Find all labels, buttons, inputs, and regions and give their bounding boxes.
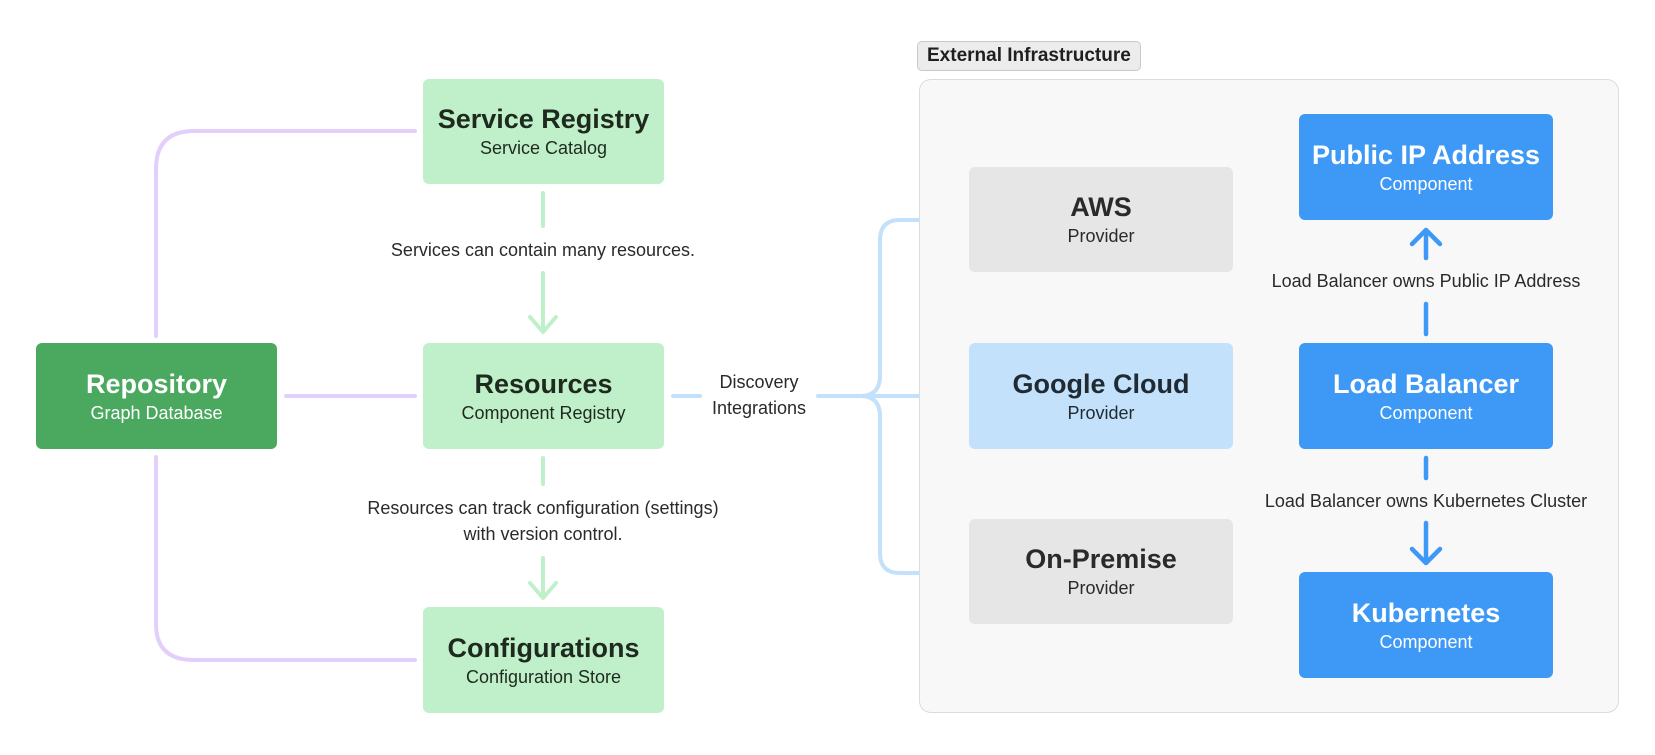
configurations-subtitle: Configuration Store [465,666,622,687]
resources-title: Resources [474,368,613,399]
aws-node[interactable]: AWS Provider [969,167,1233,272]
resources-subtitle: Component Registry [461,402,626,423]
on-premise-node[interactable]: On-Premise Provider [969,519,1233,624]
service-registry-node[interactable]: Service Registry Service Catalog [423,79,664,184]
lb-kubernetes-label: Load Balancer owns Kubernetes Cluster [1256,488,1596,514]
discovery-label-line2: Integrations [711,398,807,418]
aws-title: AWS [1070,192,1132,222]
lb-to-publicip-arrowhead [1409,227,1443,247]
public-ip-title: Public IP Address [1311,139,1541,170]
google-cloud-title: Google Cloud [1012,368,1190,399]
kubernetes-subtitle: Component [1379,631,1473,652]
external-infrastructure-title: External Infrastructure [917,41,1141,71]
resources-node[interactable]: Resources Component Registry [423,343,664,449]
public-ip-node[interactable]: Public IP Address Component [1299,114,1553,220]
aws-subtitle: Provider [1067,226,1135,246]
registry-arrows [528,191,558,600]
kubernetes-node[interactable]: Kubernetes Component [1299,572,1553,678]
discovery-label: Discovery Integrations [706,369,812,421]
load-balancer-subtitle: Component [1379,402,1473,423]
discovery-label-line1: Discovery [719,372,799,392]
on-premise-subtitle: Provider [1067,578,1135,598]
repo-to-configurations-line [154,455,417,662]
repository-title: Repository [85,368,228,399]
services-resources-label: Services can contain many resources. [380,237,706,263]
configurations-node[interactable]: Configurations Configuration Store [423,607,664,713]
lb-to-kubernetes-arrowhead [1409,546,1443,566]
load-balancer-node[interactable]: Load Balancer Component [1299,343,1553,449]
service-registry-title: Service Registry [437,104,650,134]
service-to-resources-arrowhead [528,315,558,334]
kubernetes-title: Kubernetes [1351,597,1501,628]
on-premise-title: On-Premise [1025,544,1177,574]
google-cloud-subtitle: Provider [1067,402,1135,423]
resources-config-label-line2: with version control. [463,524,623,544]
repo-to-service-registry-line [154,129,417,338]
resources-to-config-arrowhead [528,581,558,600]
resources-config-label-line1: Resources can track configuration (setti… [367,498,719,518]
google-cloud-node[interactable]: Google Cloud Provider [969,343,1233,449]
public-ip-subtitle: Component [1379,173,1473,194]
load-balancer-title: Load Balancer [1332,368,1520,399]
repository-node[interactable]: Repository Graph Database [36,343,277,449]
discovery-to-aws-line [858,218,960,398]
discovery-to-onpremise-line [858,394,960,575]
service-registry-subtitle: Service Catalog [479,138,608,158]
repository-connectors [154,129,417,662]
lb-public-ip-label: Load Balancer owns Public IP Address [1261,268,1591,294]
resources-config-label: Resources can track configuration (setti… [352,495,734,547]
repository-subtitle: Graph Database [90,402,223,423]
configurations-title: Configurations [447,632,640,663]
